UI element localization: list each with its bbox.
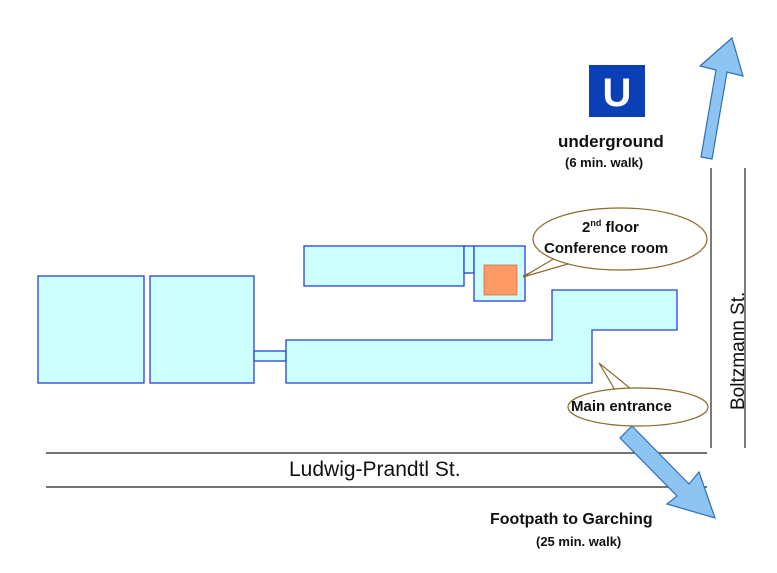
entrance-callout [567,387,709,427]
conference-room-marker [483,264,518,296]
underground-walk-time: (6 min. walk) [565,155,644,170]
underground-icon [589,65,645,117]
ludwig-prandtl-street-label: Ludwig-Prandtl St. [289,458,461,481]
arrow-to-underground [698,36,744,160]
footpath-walk-time: (25 min. walk) [536,534,622,549]
boltzmann-street-label: Boltzmann St. [728,291,749,410]
arrow-to-garching [619,425,716,519]
underground-label: underground [558,132,664,151]
conference-callout [532,207,708,271]
building-west-2 [149,275,255,384]
main-entrance-label: Main entrance [571,398,672,415]
floor-word: floor [605,219,639,236]
underground-icon-letter: U [603,71,632,115]
footpath-label: Footpath to Garching [490,511,653,528]
floor-suffix: nd [590,218,602,228]
building-connector-north [463,245,475,274]
building-north [303,245,465,287]
building-west-1 [37,275,145,384]
floor-number: 2 [582,219,591,236]
building-main [285,289,678,384]
conference-room-label: Conference room [544,240,669,257]
conference-floor-label: 2nd floor [582,218,639,236]
building-connector-west [253,350,287,362]
